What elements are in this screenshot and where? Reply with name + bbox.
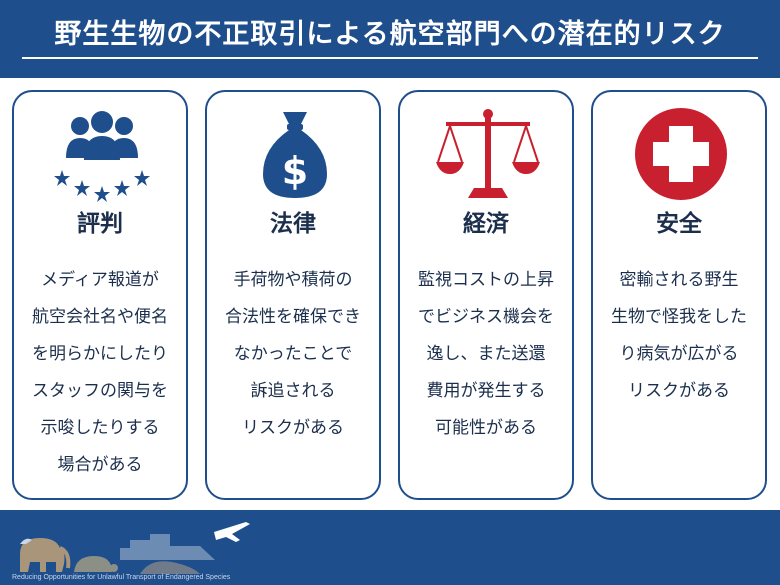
card-description: 監視コストの上昇 でビジネス機会を 逸し、また送還 費用が発生する 可能性がある: [418, 270, 554, 438]
card-title: 経済: [463, 211, 509, 237]
card-title: 安全: [656, 211, 702, 237]
wildlife-logo-icon: [20, 522, 250, 574]
card-title: 評判: [77, 211, 123, 237]
footer-banner: Reducing Opportunities for Unlawful Tran…: [0, 510, 780, 585]
card-economic: 経済 監視コストの上昇 でビジネス機会を 逸し、また送還 費用が発生する 可能性…: [398, 90, 574, 500]
money-bag-icon: $: [263, 112, 327, 198]
header-banner: 野生生物の不正取引による航空部門への潜在的リスク: [0, 0, 780, 78]
card-reputation: 評判 メディア報道が 航空会社名や便名 を明らかにしたり スタッフの関与を 示唆…: [12, 90, 188, 500]
card-description: 手荷物や積荷の 合法性を確保でき なかったことで 訴追される リスクがある: [225, 270, 361, 438]
card-description: メディア報道が 航空会社名や便名 を明らかにしたり スタッフの関与を 示唆したり…: [32, 270, 168, 475]
svg-text:$: $: [282, 149, 308, 193]
footer-caption: Reducing Opportunities for Unlawful Tran…: [12, 574, 231, 581]
medical-cross-icon: [635, 108, 727, 200]
card-title: 法律: [270, 211, 316, 237]
header-divider: [22, 57, 758, 59]
card-legal: $ 法律 手荷物や積荷の 合法性を確保でき なかったことで 訴追される リスクが…: [205, 90, 381, 500]
card-safety: 安全 密輸される野生 生物で怪我をした り病気が広がる リスクがある: [591, 90, 767, 500]
people-stars-icon: [54, 111, 150, 202]
scales-icon: [436, 109, 540, 198]
card-description: 密輸される野生 生物で怪我をした り病気が広がる リスクがある: [611, 270, 747, 401]
page-title: 野生生物の不正取引による航空部門への潜在的リスク: [54, 19, 726, 50]
